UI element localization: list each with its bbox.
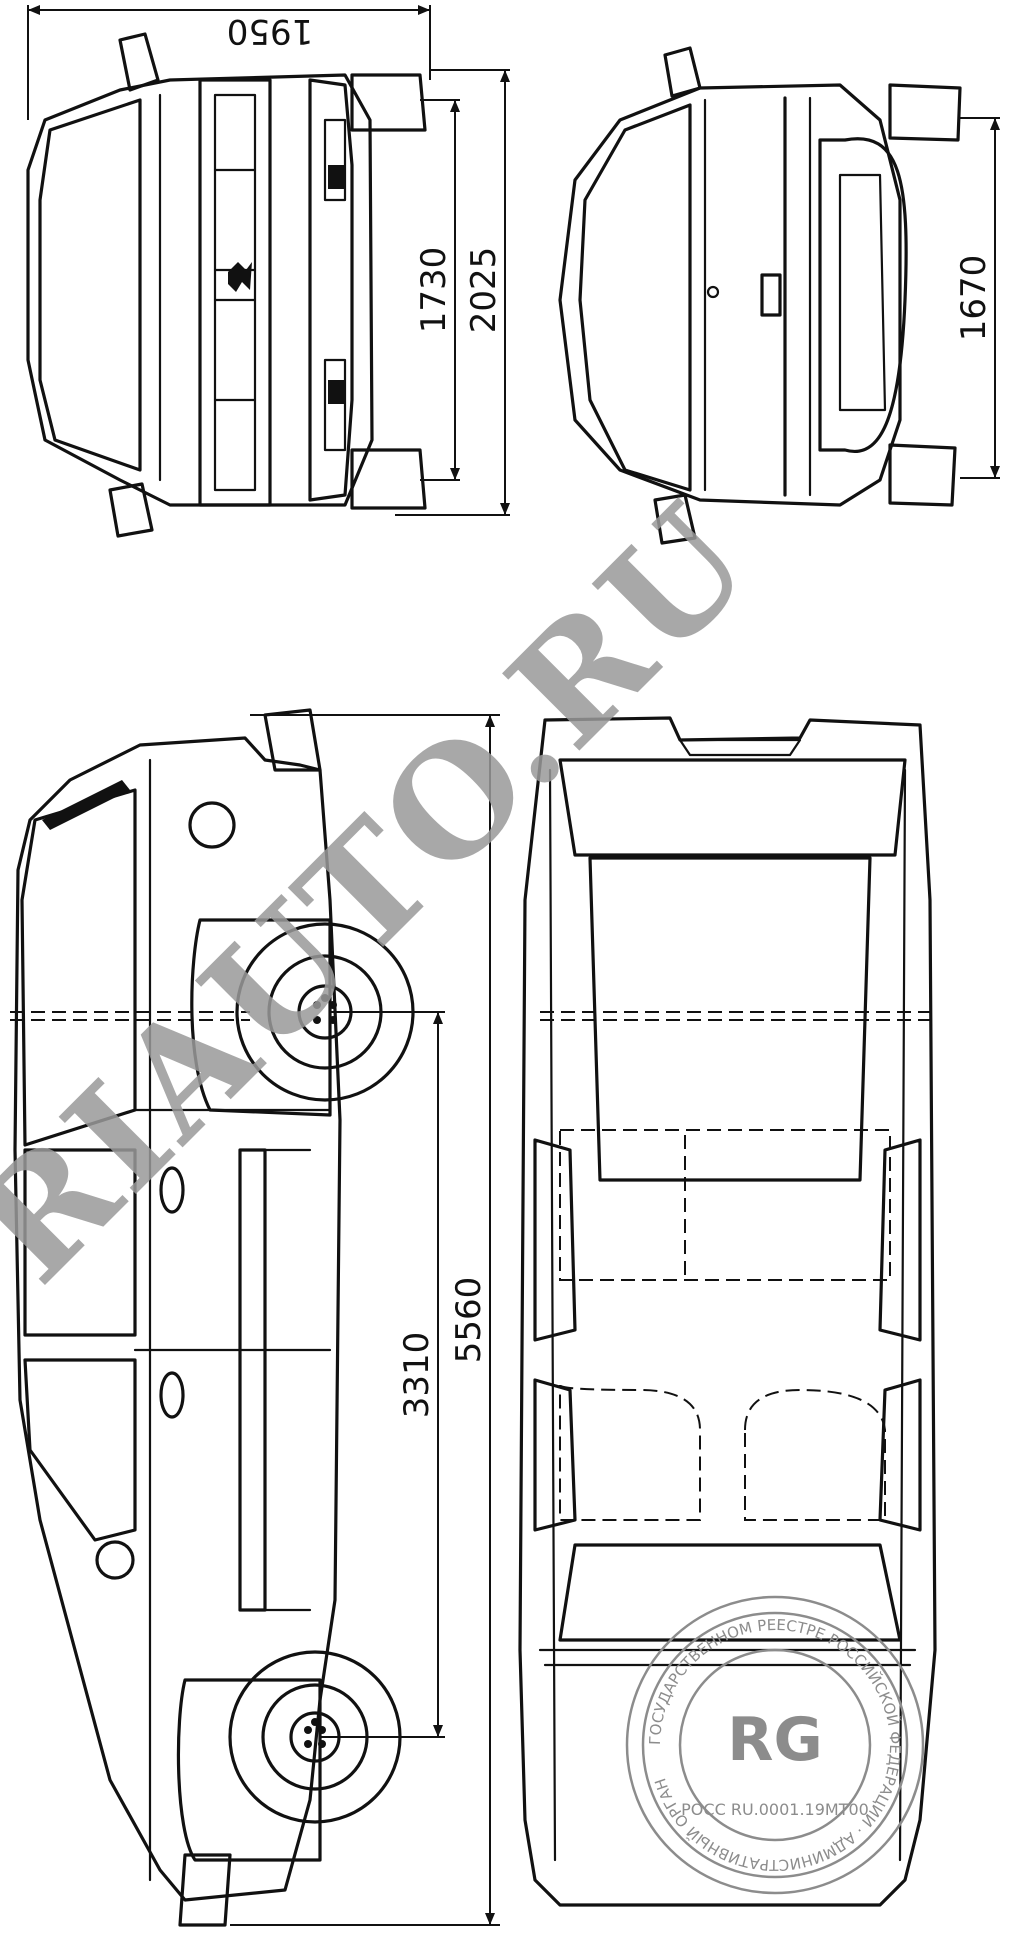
- stamp-center-code: RG: [727, 1705, 822, 1775]
- stamp-cert-number: РОСС RU.0001.19МТ00: [681, 1800, 869, 1819]
- side-view: [10, 708, 415, 1927]
- dim-track-rear: 1670: [954, 255, 994, 342]
- front-view: [26, 32, 427, 538]
- dimension-labels: 1950 1730 2025 1670 3310 5560: [227, 11, 994, 1418]
- dim-width-with-mirrors: 2025: [464, 247, 504, 334]
- rear-view: [558, 46, 962, 545]
- dim-track-front: 1730: [414, 247, 454, 334]
- dim-wheelbase: 3310: [397, 1332, 437, 1419]
- dim-overall-length: 5560: [449, 1277, 489, 1364]
- watermark-text: RIAUTO.RU: [0, 470, 786, 1315]
- dimension-lines: [27, 5, 1000, 1926]
- dim-overall-width: 1950: [227, 11, 314, 51]
- top-view: [518, 716, 937, 1907]
